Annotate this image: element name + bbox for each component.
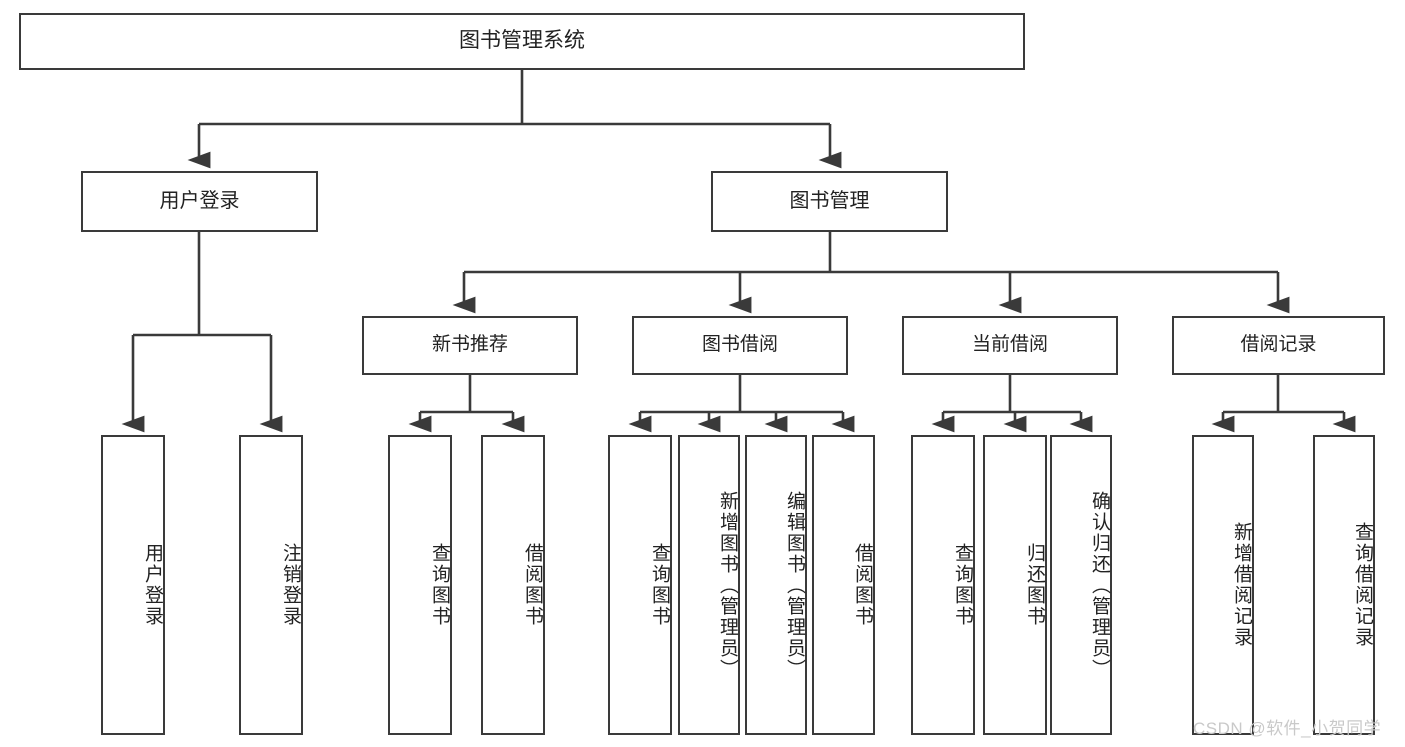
node-leaf-confirm-return[interactable]: 确认归还（管理员） xyxy=(1050,435,1112,735)
node-root[interactable]: 图书管理系统 xyxy=(19,13,1025,70)
node-leaf-user-login-label: 用户登录 xyxy=(142,543,163,627)
node-leaf-query-record[interactable]: 查询借阅记录 xyxy=(1313,435,1375,735)
node-user-login-label: 用户登录 xyxy=(159,189,240,212)
node-book-borrow[interactable]: 图书借阅 xyxy=(632,316,848,375)
node-leaf-edit-book-label: 编辑图书（管理员） xyxy=(784,490,805,680)
node-leaf-return-book[interactable]: 归还图书 xyxy=(983,435,1047,735)
node-leaf-query-book-3-label: 查询图书 xyxy=(952,543,973,627)
node-new-book-recommend[interactable]: 新书推荐 xyxy=(362,316,578,375)
node-leaf-borrow-book-1[interactable]: 借阅图书 xyxy=(481,435,545,735)
node-leaf-logout[interactable]: 注销登录 xyxy=(239,435,303,735)
node-leaf-user-login[interactable]: 用户登录 xyxy=(101,435,165,735)
node-leaf-confirm-return-label: 确认归还（管理员） xyxy=(1089,490,1110,680)
node-root-label: 图书管理系统 xyxy=(459,29,585,53)
node-leaf-logout-label: 注销登录 xyxy=(280,543,301,627)
node-book-management[interactable]: 图书管理 xyxy=(711,171,948,232)
node-leaf-query-record-label: 查询借阅记录 xyxy=(1352,522,1373,648)
node-book-borrow-label: 图书借阅 xyxy=(701,334,778,356)
node-leaf-borrow-book-2-label: 借阅图书 xyxy=(852,543,873,627)
node-leaf-add-record-label: 新增借阅记录 xyxy=(1231,522,1252,648)
node-new-book-recommend-label: 新书推荐 xyxy=(431,334,508,356)
node-leaf-query-book-1[interactable]: 查询图书 xyxy=(388,435,452,735)
node-leaf-edit-book[interactable]: 编辑图书（管理员） xyxy=(745,435,807,735)
node-borrow-record-label: 借阅记录 xyxy=(1240,334,1317,356)
node-current-borrow-label: 当前借阅 xyxy=(971,334,1048,356)
node-current-borrow[interactable]: 当前借阅 xyxy=(902,316,1118,375)
node-leaf-query-book-3[interactable]: 查询图书 xyxy=(911,435,975,735)
node-leaf-query-book-2-label: 查询图书 xyxy=(649,543,670,627)
watermark-text: CSDN @软件_小贺同学 xyxy=(1193,719,1382,738)
node-borrow-record[interactable]: 借阅记录 xyxy=(1172,316,1385,375)
node-leaf-query-book-1-label: 查询图书 xyxy=(429,543,450,627)
node-leaf-query-book-2[interactable]: 查询图书 xyxy=(608,435,672,735)
node-book-management-label: 图书管理 xyxy=(789,189,870,212)
node-leaf-add-book-label: 新增图书（管理员） xyxy=(717,490,738,680)
node-leaf-borrow-book-2[interactable]: 借阅图书 xyxy=(812,435,875,735)
node-leaf-return-book-label: 归还图书 xyxy=(1024,543,1045,627)
node-user-login[interactable]: 用户登录 xyxy=(81,171,318,232)
node-leaf-borrow-book-1-label: 借阅图书 xyxy=(522,543,543,627)
node-leaf-add-book[interactable]: 新增图书（管理员） xyxy=(678,435,740,735)
node-leaf-add-record[interactable]: 新增借阅记录 xyxy=(1192,435,1254,735)
watermark: CSDN @软件_小贺同学 xyxy=(1193,714,1381,739)
